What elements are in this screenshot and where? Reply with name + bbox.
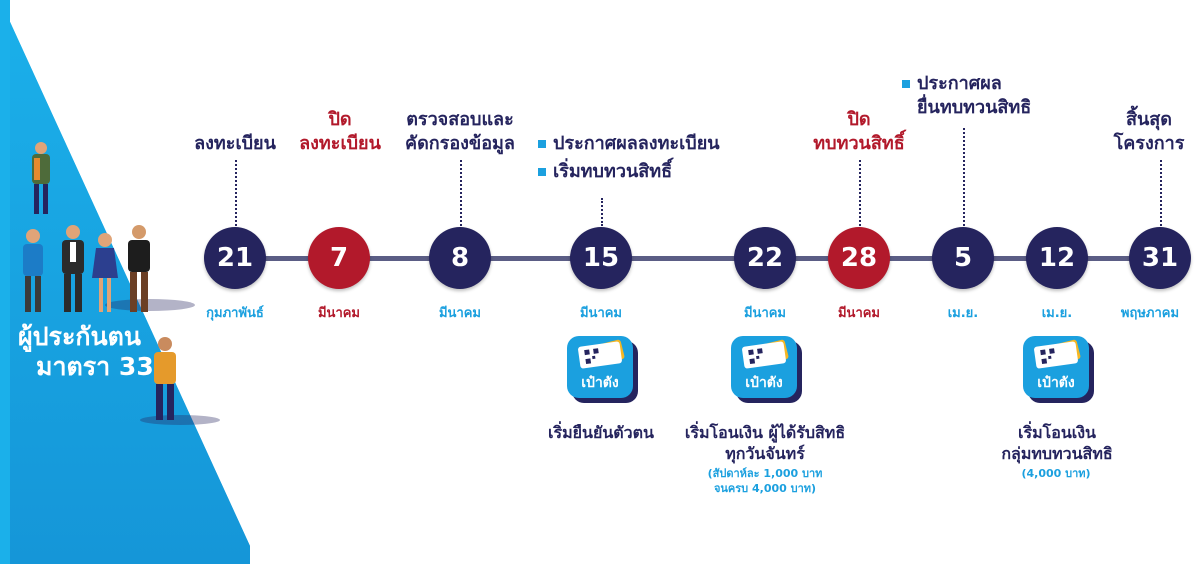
milestone-day: 12: [1026, 227, 1088, 289]
milestone-label: ตรวจสอบและ คัดกรองข้อมูล: [405, 109, 515, 154]
person-figure-icon: [32, 142, 50, 214]
milestone-month: เม.ย.: [1041, 306, 1073, 321]
connector-dotted: [601, 198, 603, 226]
milestone-note: (สัปดาห์ละ 1,000 บาท จนครบ 4,000 บาท): [707, 467, 823, 495]
timeline-line: [235, 256, 1160, 261]
qr-wallet-icon: เป๋าตัง: [1023, 336, 1095, 404]
connector-dotted: [460, 160, 462, 226]
sidebar-title: ผู้ประกันตน มาตรา 33: [18, 322, 154, 382]
connector-dotted: [963, 128, 965, 226]
milestone-month: กุมภาพันธ์: [206, 306, 264, 321]
connector-dotted: [235, 160, 237, 226]
milestone-month: เม.ย.: [947, 306, 979, 321]
milestone-label: สิ้นสุด โครงการ: [1113, 109, 1185, 154]
milestone-day: 31: [1129, 227, 1191, 289]
milestone-month: มีนาคม: [317, 306, 361, 321]
milestone-label: ลงทะเบียน: [194, 133, 276, 154]
milestone-caption: เริ่มยืนยันตัวตน: [548, 423, 654, 442]
milestone-month: มีนาคม: [743, 306, 787, 321]
milestone-day: 7: [308, 227, 370, 289]
qr-wallet-icon: เป๋าตัง: [567, 336, 639, 404]
milestone-day: 28: [828, 227, 890, 289]
milestone-bullets: ประกาศผลลงทะเบียน เริ่มทบทวนสิทธิ์: [538, 132, 720, 184]
square-bullet-icon: [902, 80, 910, 88]
milestone-caption: เริ่มโอนเงิน ผู้ได้รับสิทธิ ทุกวันจันทร์: [684, 423, 846, 463]
square-bullet-icon: [538, 140, 546, 148]
milestone-month: พฤษภาคม: [1120, 306, 1180, 321]
person-figure-icon: [92, 233, 118, 312]
milestone-day: 15: [570, 227, 632, 289]
sidebar-title-line1: ผู้ประกันตน: [18, 322, 141, 351]
qr-wallet-icon: เป๋าตัง: [731, 336, 803, 404]
milestone-day: 22: [734, 227, 796, 289]
square-bullet-icon: [538, 168, 546, 176]
milestone-day: 21: [204, 227, 266, 289]
milestone-month: มีนาคม: [837, 306, 881, 321]
milestone-day: 8: [429, 227, 491, 289]
milestone-month: มีนาคม: [438, 306, 482, 321]
milestone-day: 5: [932, 227, 994, 289]
connector-dotted: [859, 160, 861, 226]
person-figure-icon: [23, 229, 43, 312]
person-figure-icon: [154, 337, 176, 420]
person-figure-icon: [128, 225, 150, 312]
sidebar-title-line2: มาตรา 33: [36, 352, 154, 381]
milestone-bullets: ประกาศผล ยื่นทบทวนสิทธิ: [902, 72, 1031, 120]
milestone-note: (4,000 บาท): [1021, 467, 1091, 480]
milestone-label: ปิด ทบทวนสิทธิ์: [813, 109, 905, 154]
connector-dotted: [1160, 160, 1162, 226]
milestone-label: ปิด ลงทะเบียน: [299, 109, 381, 154]
milestone-caption: เริ่มโอนเงิน กลุ่มทบทวนสิทธิ: [1001, 423, 1113, 463]
person-figure-icon: [62, 225, 84, 312]
milestone-month: มีนาคม: [579, 306, 623, 321]
